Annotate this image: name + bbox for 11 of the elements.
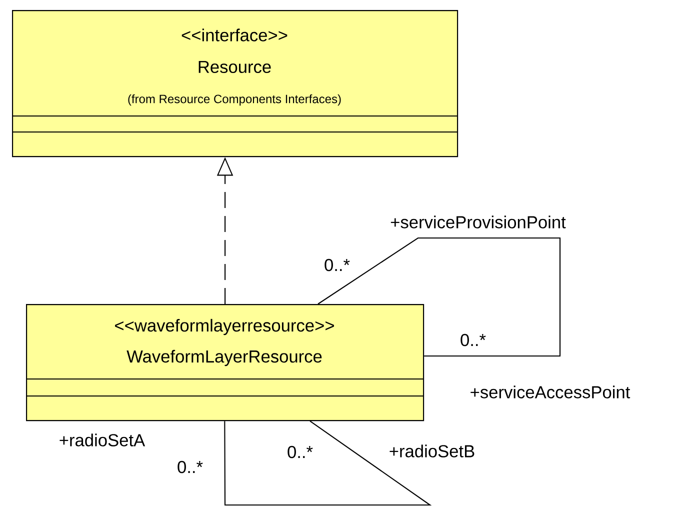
multiplicity-label: 0..* [460,334,486,346]
association-line [224,420,432,506]
class-box: <<interface>> Resource (from Resource Components Interfaces) [12,10,458,158]
association-line [318,237,561,357]
role-label: +serviceAccessPoint [470,386,630,398]
role-label: +radioSetB [390,444,474,458]
multiplicity-label: 0..* [178,460,203,474]
multiplicity-label: 0..* [288,446,313,458]
multiplicity-label: 0..* [324,258,350,272]
role-label: +serviceProvisionPoint [390,216,566,228]
class-box: <<waveformlayerresource>> WaveformLayerResource [26,304,424,422]
